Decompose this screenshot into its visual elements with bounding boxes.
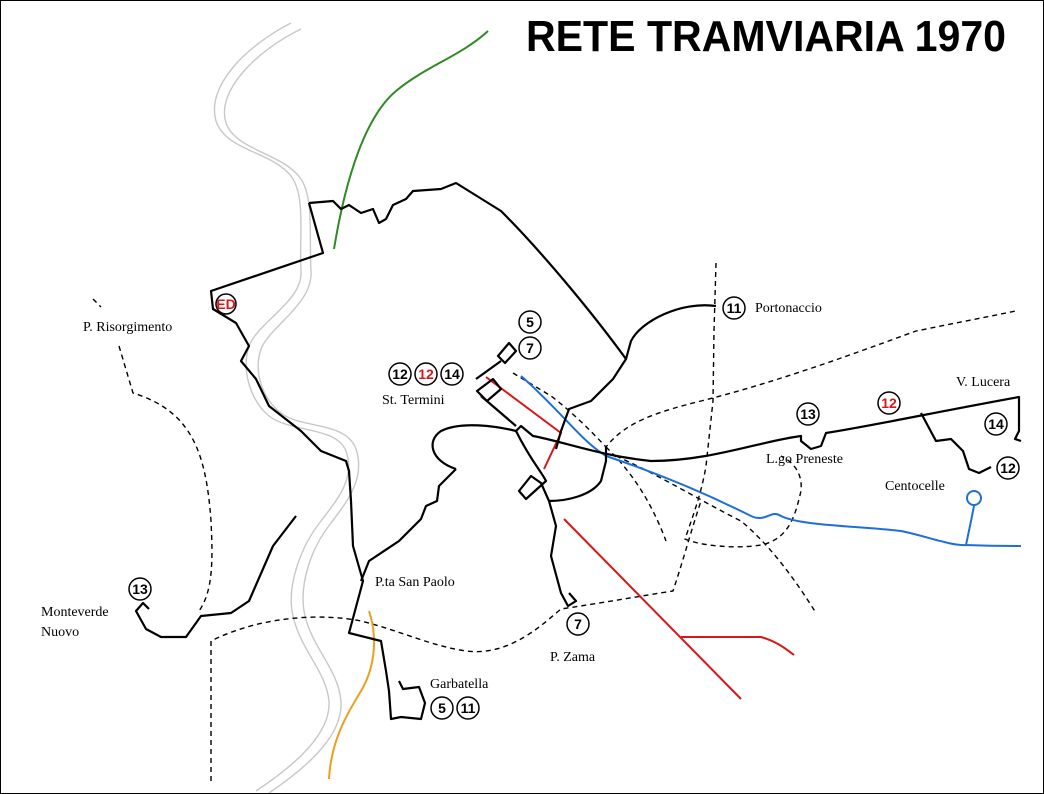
tram-line-monteverde bbox=[134, 515, 297, 639]
label-termini: St. Termini bbox=[382, 393, 445, 408]
tram-network-ring bbox=[308, 181, 628, 450]
tram-line-termini-station bbox=[475, 341, 518, 427]
label-monteverde-line2: Nuovo bbox=[41, 625, 79, 640]
label-portonaccio: Portonaccio bbox=[755, 301, 822, 316]
route-badge-12-centocelle bbox=[996, 456, 1020, 480]
label-zama: P. Zama bbox=[550, 650, 596, 665]
route-badge-11-garbatella-text: 11 bbox=[461, 700, 476, 716]
label-monteverde-line1: Monteverde bbox=[41, 605, 109, 620]
ed-badge-text: ED bbox=[216, 296, 235, 312]
route-badge-5-garbatella-text: 5 bbox=[438, 700, 446, 716]
tram-line-portonaccio bbox=[624, 304, 717, 360]
label-garbatella: Garbatella bbox=[430, 677, 489, 692]
route-badge-5-termini bbox=[518, 310, 542, 334]
route-badge-13-preneste bbox=[796, 402, 820, 426]
route-badge-7-zama bbox=[566, 612, 590, 636]
dashed-line-5 bbox=[605, 446, 817, 614]
tram-line-center-east bbox=[548, 447, 608, 503]
route-badge-13-preneste-text: 13 bbox=[800, 406, 816, 422]
blue-line bbox=[520, 375, 1022, 547]
route-badge-5-termini-text: 5 bbox=[526, 314, 534, 330]
dashed-line-2 bbox=[210, 500, 702, 781]
route-badges: 5 7 12 12 14 11 13 12 14 12 13 7 5 11 bbox=[128, 296, 1020, 720]
route-badge-12-termini-text: 12 bbox=[392, 366, 408, 382]
route-badge-14-termini bbox=[440, 362, 464, 386]
route-badge-13-monteverde-text: 13 bbox=[132, 581, 148, 597]
green-line bbox=[333, 30, 489, 250]
route-badge-14-lucera-text: 14 bbox=[988, 416, 1004, 432]
dashed-line-4 bbox=[512, 310, 1017, 449]
red-line-south bbox=[563, 518, 795, 700]
label-san-paolo: P.ta San Paolo bbox=[375, 575, 455, 590]
tram-line-san-paolo bbox=[359, 468, 457, 582]
route-badge-12-centocelle-text: 12 bbox=[1000, 460, 1016, 476]
route-badge-11-portonaccio bbox=[722, 296, 746, 320]
centocelle-terminal bbox=[966, 490, 982, 506]
orange-line bbox=[328, 610, 375, 780]
route-badge-11-garbatella bbox=[456, 696, 480, 720]
river-tiber-bank bbox=[223, 28, 360, 793]
label-lucera: V. Lucera bbox=[956, 375, 1011, 390]
dashed-line-3 bbox=[684, 262, 802, 548]
label-risorgimento: P. Risorgimento bbox=[83, 320, 172, 335]
route-badge-11-portonaccio-text: 11 bbox=[727, 300, 742, 316]
map-title: RETE TRAMVIARIA 1970 bbox=[526, 12, 1006, 61]
route-badge-14-termini-text: 14 bbox=[444, 366, 460, 382]
route-badge-12-red-termini bbox=[414, 362, 438, 386]
route-badge-7-zama-text: 7 bbox=[574, 616, 582, 632]
route-badge-7-termini-text: 7 bbox=[526, 340, 534, 356]
route-badge-13-monteverde bbox=[128, 577, 152, 601]
route-badge-12-red-lucera-text: 12 bbox=[881, 395, 897, 411]
route-badge-12-termini bbox=[388, 362, 412, 386]
label-preneste: L.go Preneste bbox=[766, 452, 843, 467]
tram-line-west bbox=[209, 202, 427, 721]
route-badge-12-red-termini-text: 12 bbox=[418, 366, 434, 382]
label-centocelle: Centocelle bbox=[885, 479, 945, 494]
ed-badge bbox=[215, 293, 237, 315]
tram-line-termini-south bbox=[515, 430, 578, 608]
route-badge-14-lucera bbox=[984, 412, 1008, 436]
tram-line-lucera-branch bbox=[920, 412, 992, 475]
tram-line-center-loop bbox=[431, 395, 1022, 471]
route-badge-12-red-lucera bbox=[877, 391, 901, 415]
route-badge-7-termini bbox=[518, 336, 542, 360]
route-badge-5-garbatella bbox=[430, 696, 454, 720]
dashed-line-1 bbox=[92, 298, 213, 612]
river-tiber bbox=[213, 22, 350, 792]
